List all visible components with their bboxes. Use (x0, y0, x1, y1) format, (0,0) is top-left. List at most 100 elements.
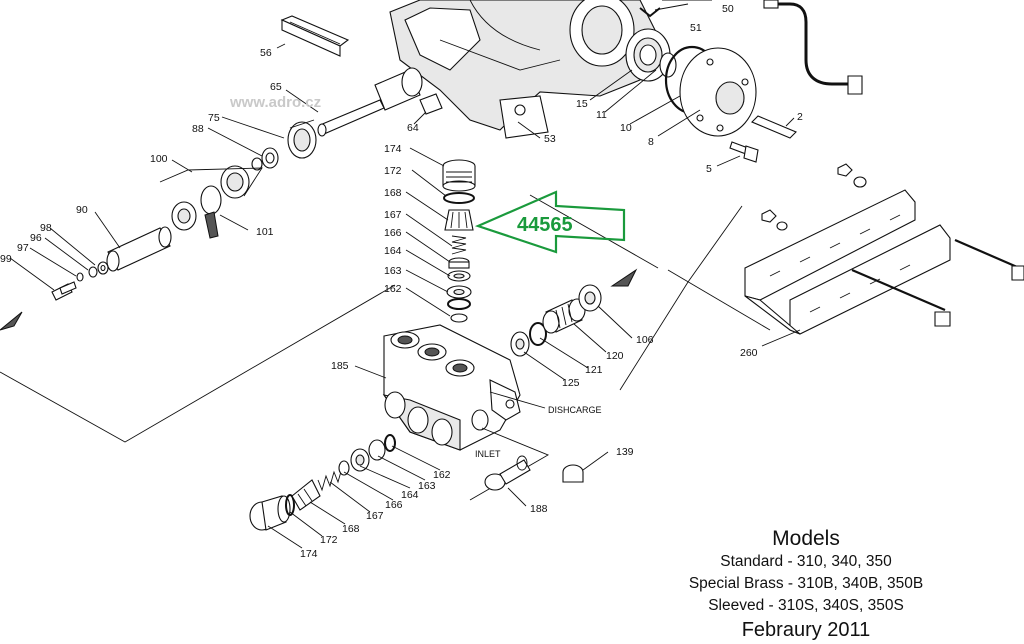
models-title: Models (772, 527, 840, 550)
label-185: 185 (331, 360, 349, 372)
label-166b: 166 (385, 499, 403, 511)
label-90: 90 (76, 204, 88, 216)
leader-lines (9, 0, 801, 549)
part-174-plug (442, 159, 476, 192)
part-99-bolt (51, 281, 77, 301)
label-101: 101 (256, 226, 274, 238)
part-106-seal (578, 284, 602, 312)
part-121-oring (529, 322, 547, 346)
label-166a: 166 (384, 227, 402, 239)
part-125-seal (510, 331, 530, 357)
label-125: 125 (562, 377, 580, 389)
label-162a: 162 (384, 283, 402, 295)
label-50: 50 (722, 3, 734, 15)
callout-arrow (474, 190, 626, 254)
models-date: Febraury 2011 (741, 619, 871, 641)
label-99: 99 (0, 253, 12, 265)
watermark: www.adro.cz (229, 94, 321, 111)
part-174b-plug (249, 495, 291, 531)
label-168b: 168 (342, 523, 360, 535)
models-panel: Models Standard - 310, 340, 350 Special … (676, 526, 936, 643)
label-5: 5 (706, 163, 712, 175)
part-139-plug (562, 464, 584, 483)
label-163b: 163 (418, 480, 436, 492)
part-8-flange (679, 47, 757, 137)
label-65: 65 (270, 81, 282, 93)
part-98-washer (97, 261, 109, 275)
models-sleeved: Sleeved - 310S, 340S, 350S (708, 597, 904, 614)
part-51 (639, 7, 661, 18)
part-164-seat (447, 270, 471, 282)
label-inlet: INLET (475, 449, 501, 459)
label-75: 75 (208, 112, 220, 124)
label-96: 96 (30, 232, 42, 244)
part-162-oring (447, 298, 471, 323)
part-168-cage (444, 209, 474, 231)
part-97-ring (76, 272, 84, 282)
label-56: 56 (260, 47, 272, 59)
part-162b-oring (384, 434, 396, 452)
label-174a: 174 (384, 143, 402, 155)
crankcase (389, 0, 661, 139)
part-185-manifold (382, 324, 521, 451)
label-168a: 168 (384, 187, 402, 199)
part-164b-seat (350, 448, 370, 472)
part-163-seat (446, 285, 472, 299)
part-120-retainer (542, 298, 586, 334)
part-167-spring (451, 235, 467, 255)
part-163b-seat (368, 439, 386, 461)
part-75-seal (287, 119, 317, 159)
models-special-brass: Special Brass - 310B, 340B, 350B (688, 575, 924, 592)
label-260: 260 (740, 347, 758, 359)
label-53: 53 (544, 133, 556, 145)
part-labels: 56 65 64 75 88 100 90 101 98 96 97 99 53… (0, 3, 803, 560)
label-discharge: DISHCARGE (548, 405, 602, 415)
label-172a: 172 (384, 165, 402, 177)
part-65-plunger (317, 67, 423, 137)
part-15-bearing (625, 28, 671, 82)
part-172-oring (443, 192, 475, 204)
label-64: 64 (407, 122, 419, 134)
part-166b-valve (338, 460, 350, 476)
label-163a: 163 (384, 265, 402, 277)
label-164b: 164 (401, 489, 419, 501)
label-120: 120 (606, 350, 624, 362)
part-167b-spring (317, 467, 343, 492)
part-260-bracket (744, 189, 1024, 335)
part-188-bolt (484, 455, 531, 491)
label-139: 139 (616, 446, 634, 458)
label-188: 188 (530, 503, 548, 515)
models-standard: Standard - 310, 340, 350 (720, 553, 892, 570)
part-168b-cage (291, 479, 321, 511)
part-90-tube (106, 226, 172, 272)
label-174b: 174 (300, 548, 318, 560)
label-8: 8 (648, 136, 654, 148)
label-100: 100 (150, 153, 168, 165)
label-172b: 172 (320, 534, 338, 546)
label-2: 2 (797, 111, 803, 123)
callout-part-number: 44565 (517, 214, 573, 236)
label-97: 97 (17, 242, 29, 254)
part-166-valve (448, 257, 470, 269)
label-88: 88 (192, 123, 204, 135)
label-15: 15 (576, 98, 588, 110)
label-51: 51 (690, 22, 702, 34)
label-167a: 167 (384, 209, 402, 221)
part-50-hose (763, 0, 863, 95)
label-164a: 164 (384, 245, 402, 257)
label-10: 10 (620, 122, 632, 134)
label-121: 121 (585, 364, 603, 376)
part-56 (280, 15, 350, 57)
label-98: 98 (40, 222, 52, 234)
part-64-pin (419, 93, 443, 115)
part-96-ring (88, 266, 98, 278)
part-172b-oring (285, 494, 295, 516)
part-2-key (751, 115, 797, 139)
label-106: 106 (636, 334, 654, 346)
part-88-ring (251, 147, 279, 171)
part-260-nuts (761, 163, 867, 231)
part-100-assembly (159, 165, 263, 239)
label-162b: 162 (433, 469, 451, 481)
